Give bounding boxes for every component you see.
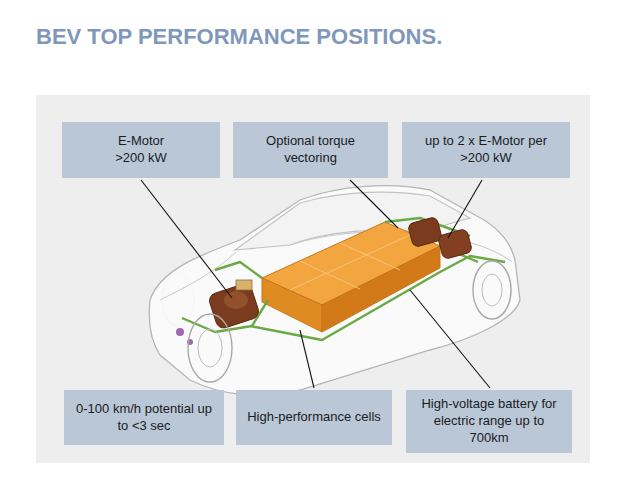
front-motor	[224, 291, 248, 309]
front-motor	[208, 282, 261, 330]
leader-line	[410, 290, 490, 388]
callout-text: E-Motor >200 kW	[105, 133, 177, 167]
callout-box: E-Motor >200 kW	[62, 122, 220, 178]
component	[176, 328, 184, 336]
leader-line	[300, 330, 314, 388]
callout-box: High-voltage battery for electric range …	[406, 390, 572, 453]
car-illustration	[149, 186, 520, 396]
wheel	[482, 274, 502, 306]
text-holder: Optional torque vectoring	[252, 133, 370, 167]
rear-motor	[437, 229, 472, 260]
callout-text: Optional torque vectoring	[252, 133, 370, 167]
wheel	[473, 261, 511, 319]
callout-box: 0-100 km/h potential up to <3 sec	[64, 390, 224, 445]
text-holder: High-performance cells	[247, 409, 381, 426]
diagram-title: BEV TOP PERFORMANCE POSITIONS.	[36, 24, 442, 50]
text-holder: High-voltage battery for electric range …	[413, 396, 565, 447]
callout-text: up to 2 x E-Motor per >200 kW	[422, 133, 550, 167]
text-holder: 0-100 km/h potential up to <3 sec	[71, 401, 217, 435]
wheel	[198, 329, 222, 367]
callout-box: up to 2 x E-Motor per >200 kW	[402, 122, 570, 178]
battery-seam	[290, 235, 410, 290]
leader-line	[448, 180, 482, 238]
text-holder: E-Motor >200 kW	[105, 133, 177, 167]
leader-lines	[141, 180, 490, 388]
callout-text: 0-100 km/h potential up to <3 sec	[71, 401, 217, 435]
leader-line	[350, 180, 398, 228]
cable	[182, 218, 505, 340]
battery-side	[322, 246, 440, 332]
car-body	[149, 186, 520, 396]
callout-box: Optional torque vectoring	[233, 122, 388, 178]
wheel	[188, 314, 232, 382]
callout-box: High-performance cells	[236, 390, 392, 445]
background-panel	[36, 95, 590, 463]
front-motor	[236, 280, 252, 290]
callout-text: High-voltage battery for electric range …	[413, 396, 565, 447]
text-holder: up to 2 x E-Motor per >200 kW	[422, 133, 550, 167]
leader-line	[141, 180, 232, 298]
rear-motor	[407, 217, 442, 248]
callout-text: High-performance cells	[247, 409, 381, 426]
battery-front	[262, 278, 322, 332]
